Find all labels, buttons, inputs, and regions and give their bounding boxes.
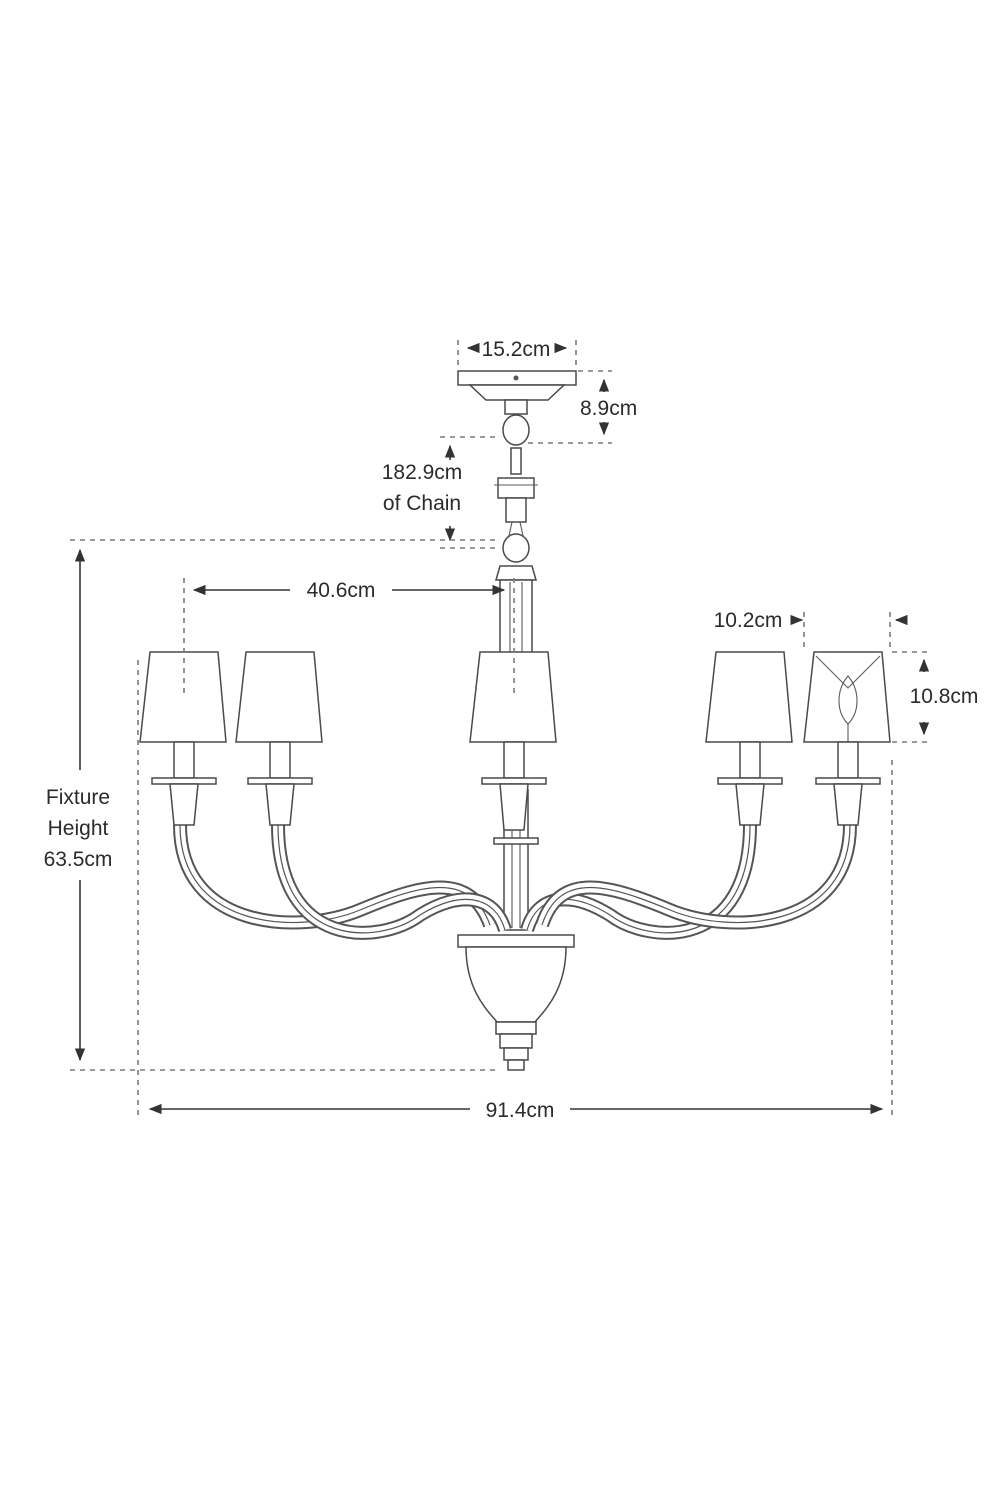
label-canopy-height: 8.9cm bbox=[580, 397, 637, 420]
label-fixture-height-3: 63.5cm bbox=[44, 848, 113, 871]
lamp-2 bbox=[235, 651, 323, 826]
dimension-arm-spread bbox=[183, 578, 515, 695]
label-fixture-height-1: Fixture bbox=[46, 786, 110, 809]
dimension-overall-width bbox=[137, 660, 893, 1118]
dimension-shade-width bbox=[790, 612, 908, 650]
label-overall-width: 91.4cm bbox=[486, 1099, 555, 1122]
arms bbox=[173, 824, 857, 940]
label-canopy-width: 15.2cm bbox=[482, 338, 551, 361]
lamp-5-cutaway bbox=[803, 651, 891, 826]
label-shade-width: 10.2cm bbox=[714, 609, 783, 632]
label-chain-length: 182.9cm bbox=[382, 461, 463, 484]
dimension-canopy-height bbox=[528, 370, 612, 444]
dimension-fixture-height bbox=[70, 539, 500, 1071]
label-chain-of: of Chain bbox=[383, 492, 461, 515]
lamp-1 bbox=[139, 651, 227, 826]
lamp-center bbox=[469, 651, 557, 831]
lamp-4 bbox=[705, 651, 793, 826]
dimension-shade-height bbox=[892, 651, 932, 743]
dimension-canopy-width bbox=[457, 340, 577, 370]
canopy bbox=[457, 370, 577, 415]
chain bbox=[494, 414, 538, 563]
dimension-chain bbox=[440, 436, 500, 549]
bowl-and-finial bbox=[457, 934, 575, 1071]
label-arm-spread: 40.6cm bbox=[307, 579, 376, 602]
label-shade-height: 10.8cm bbox=[910, 685, 979, 708]
label-fixture-height-2: Height bbox=[48, 817, 109, 840]
